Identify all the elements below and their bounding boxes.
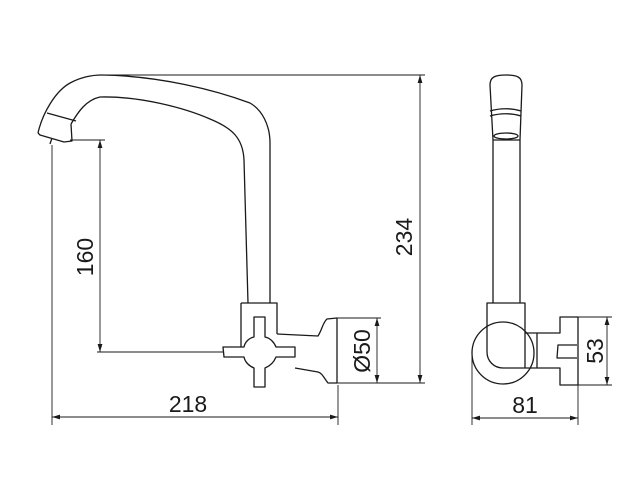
side-view-faucet bbox=[471, 74, 579, 386]
front-dimensions: 234 160 Ø50 218 bbox=[51, 74, 425, 425]
side-handle bbox=[537, 316, 579, 386]
aerator-ring bbox=[493, 132, 519, 140]
elbow-block bbox=[486, 302, 538, 369]
dim-53-label: 53 bbox=[582, 338, 608, 364]
nozzle-cap bbox=[489, 74, 523, 141]
spout-inner bbox=[70, 96, 249, 304]
front-view-faucet bbox=[37, 74, 338, 388]
vertical-pipe bbox=[492, 140, 521, 303]
dim-diameter-50-label: Ø50 bbox=[349, 329, 375, 372]
wall-flange bbox=[471, 321, 535, 385]
wall-pipe bbox=[276, 317, 338, 384]
dim-218-label: 218 bbox=[169, 391, 207, 417]
spout-outer bbox=[37, 74, 271, 303]
dim-234-label: 234 bbox=[391, 218, 417, 257]
cross-handle bbox=[222, 316, 296, 388]
valve-body bbox=[240, 302, 278, 347]
aerator-nozzle bbox=[37, 112, 77, 145]
dim-160-label: 160 bbox=[72, 238, 98, 276]
dim-81-label: 81 bbox=[512, 392, 538, 418]
side-dimensions: 53 81 bbox=[471, 316, 612, 425]
